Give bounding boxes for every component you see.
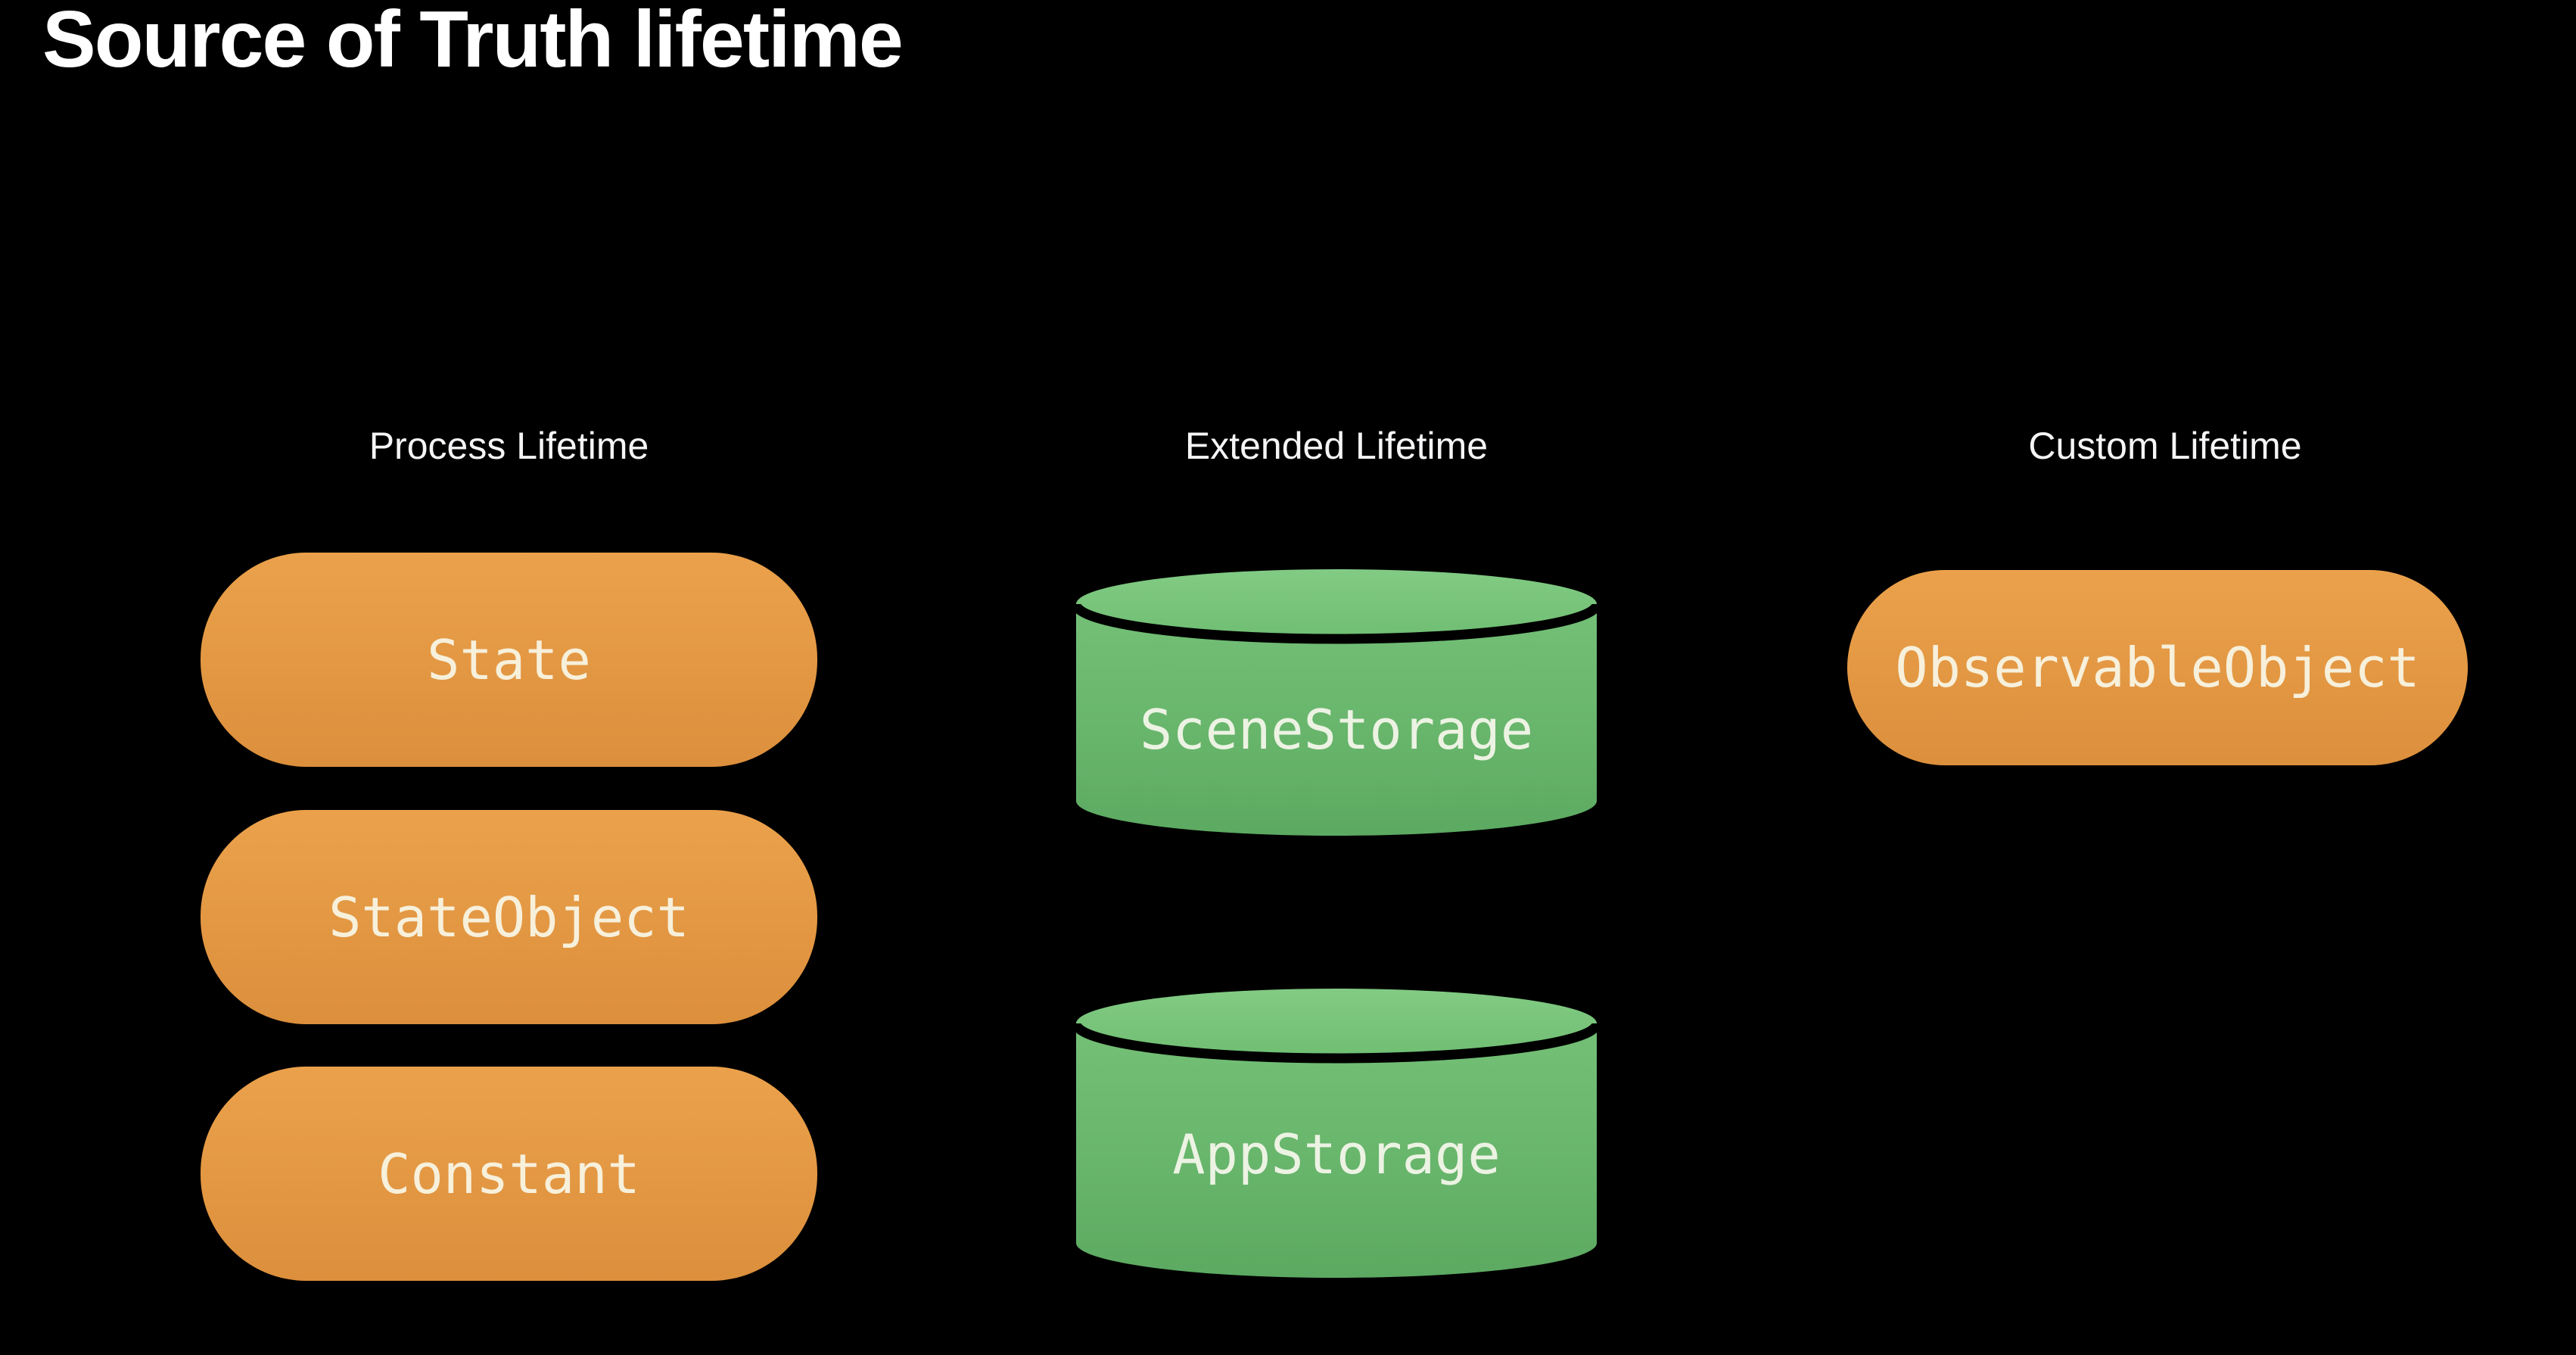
cylinder-body xyxy=(1076,604,1597,836)
pill-constant-label: Constant xyxy=(378,1142,640,1206)
pill-state-label: State xyxy=(427,628,591,692)
column-header-extended-lifetime: Extended Lifetime xyxy=(1184,425,1489,467)
pill-observableobject: ObservableObject xyxy=(1847,570,2468,765)
pill-observableobject-label: ObservableObject xyxy=(1895,636,2420,699)
cylinder-appstorage: AppStorage xyxy=(1076,989,1597,1278)
cylinder-separator xyxy=(1076,1022,1597,1064)
column-header-process-lifetime: Process Lifetime xyxy=(369,425,649,467)
pill-state: State xyxy=(201,553,817,767)
cylinder-body xyxy=(1076,1023,1597,1278)
slide-title: Source of Truth lifetime xyxy=(42,0,904,84)
column-header-custom-lifetime: Custom Lifetime xyxy=(2028,425,2302,467)
cylinder-separator xyxy=(1076,603,1597,644)
cylinder-scenestorage: SceneStorage xyxy=(1076,569,1597,836)
pill-stateobject-label: StateObject xyxy=(328,885,689,949)
pill-constant: Constant xyxy=(201,1067,817,1281)
cylinder-lid xyxy=(1076,989,1597,1058)
database-cylinder-icon xyxy=(1076,569,1597,836)
cylinder-lid xyxy=(1076,569,1597,639)
pill-stateobject: StateObject xyxy=(201,810,817,1024)
database-cylinder-icon xyxy=(1076,989,1597,1278)
